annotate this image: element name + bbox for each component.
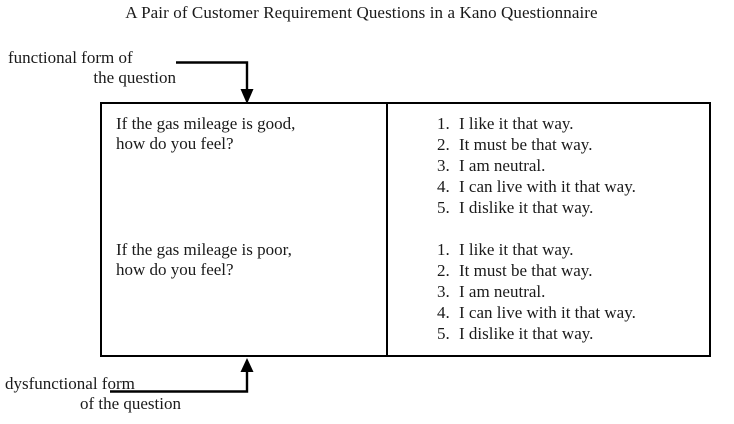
list-item: 5. I dislike it that way. [437,323,709,344]
table-row: If the gas mileage is poor, how do you f… [102,229,709,356]
list-item: 3. I am neutral. [437,281,709,302]
callout-functional-line2: the question [93,68,176,87]
question-cell-functional: If the gas mileage is good, how do you f… [102,104,387,230]
answers-cell-dysfunctional: 1. I like it that way. 2. It must be that … [386,229,709,355]
question-text-functional: If the gas mileage is good, how do you f… [116,114,386,154]
list-item: 4. I can live with it that way. [437,302,709,323]
answer-number: 3. [437,281,450,301]
callout-functional-line1: functional form of [8,48,133,67]
question-functional-line2: how do you feel? [116,134,234,153]
list-item: 4. I can live with it that way. [437,176,709,197]
list-item: 2. It must be that way. [437,134,709,155]
question-text-dysfunctional: If the gas mileage is poor, how do you f… [116,240,386,280]
leader-arrow-down-icon [176,61,254,104]
answer-text: I like it that way. [459,239,574,259]
question-cell-dysfunctional: If the gas mileage is poor, how do you f… [102,230,387,356]
answer-text: I like it that way. [459,114,574,133]
answer-list-functional: 1. I like it that way. 2. It must be that … [388,113,709,218]
answer-list-dysfunctional: 1. I like it that way. 2. It must be that … [388,239,709,344]
answer-text: It must be that way. [459,260,593,280]
list-item: 3. I am neutral. [437,155,709,176]
answer-text: I can live with it that way. [459,177,636,196]
callout-dysfunctional-line2: of the question [79,394,181,413]
table-row: If the gas mileage is good, how do you f… [102,104,709,230]
question-dysfunctional-line1: If the gas mileage is poor, [116,239,292,259]
kano-questionnaire-table: If the gas mileage is good, how do you f… [100,102,711,357]
answer-number: 5. [437,198,450,217]
list-item: 1. I like it that way. [437,113,709,134]
answer-text: I am neutral. [459,156,546,175]
answer-number: 2. [437,260,450,280]
list-item: 5. I dislike it that way. [437,197,709,218]
answer-text: I can live with it that way. [459,302,636,322]
answers-cell-functional: 1. I like it that way. 2. It must be that … [386,104,709,230]
question-functional-line1: If the gas mileage is good, [116,114,296,133]
callout-dysfunctional-line1: dysfunctional form [5,374,135,393]
list-item: 2. It must be that way. [437,260,709,281]
list-item: 1. I like it that way. [437,239,709,260]
callout-label-functional: functional form of the question [8,48,178,88]
answer-number: 2. [437,135,450,154]
answer-number: 3. [437,156,450,175]
question-dysfunctional-line2: how do you feel? [116,259,234,279]
answer-text: I am neutral. [459,281,546,301]
answer-text: It must be that way. [459,135,593,154]
answer-number: 5. [437,323,450,343]
answer-number: 1. [437,114,450,133]
answer-text: I dislike it that way. [459,198,594,217]
answer-number: 4. [437,302,450,322]
answer-number: 1. [437,239,450,259]
callout-label-dysfunctional: dysfunctional form of the question [5,374,185,414]
answer-number: 4. [437,177,450,196]
answer-text: I dislike it that way. [459,323,594,343]
page-title: A Pair of Customer Requirement Questions… [125,3,598,22]
